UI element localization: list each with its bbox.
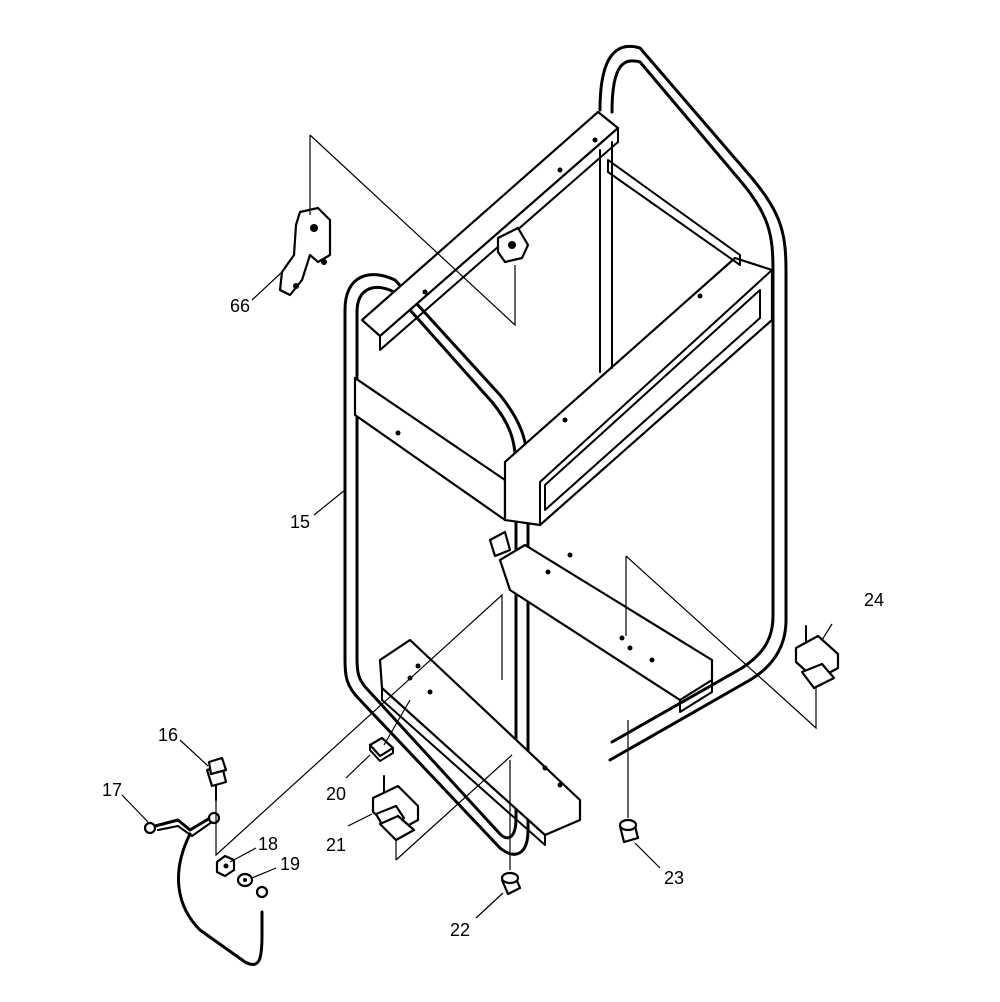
callout-20: 20 — [326, 784, 346, 804]
callout-24: 24 — [864, 590, 884, 610]
callout-22: 22 — [450, 920, 470, 940]
callout-labels: 66 15 16 17 18 19 20 21 22 23 24 — [102, 296, 884, 940]
vibration-mount-part-24 — [794, 625, 840, 690]
cap-nut-part-22 — [500, 871, 522, 896]
washer-part-19 — [236, 872, 254, 888]
nut-part-18 — [215, 854, 236, 878]
callout-15: 15 — [290, 512, 310, 532]
bracket-part-66 — [278, 206, 332, 297]
vibration-mount-part-21 — [371, 775, 420, 842]
leader-lines — [121, 134, 833, 919]
frame-assembly — [343, 44, 788, 856]
callout-19: 19 — [280, 854, 300, 874]
square-nut-part-20 — [368, 736, 395, 762]
bolt-part-16 — [205, 756, 228, 801]
ground-cable-part-17 — [143, 811, 269, 966]
callout-18: 18 — [258, 834, 278, 854]
callout-21: 21 — [326, 835, 346, 855]
callout-66: 66 — [230, 296, 250, 316]
callout-17: 17 — [102, 780, 122, 800]
callout-16: 16 — [158, 725, 178, 745]
callout-23: 23 — [664, 868, 684, 888]
cap-nut-part-23 — [618, 818, 640, 844]
